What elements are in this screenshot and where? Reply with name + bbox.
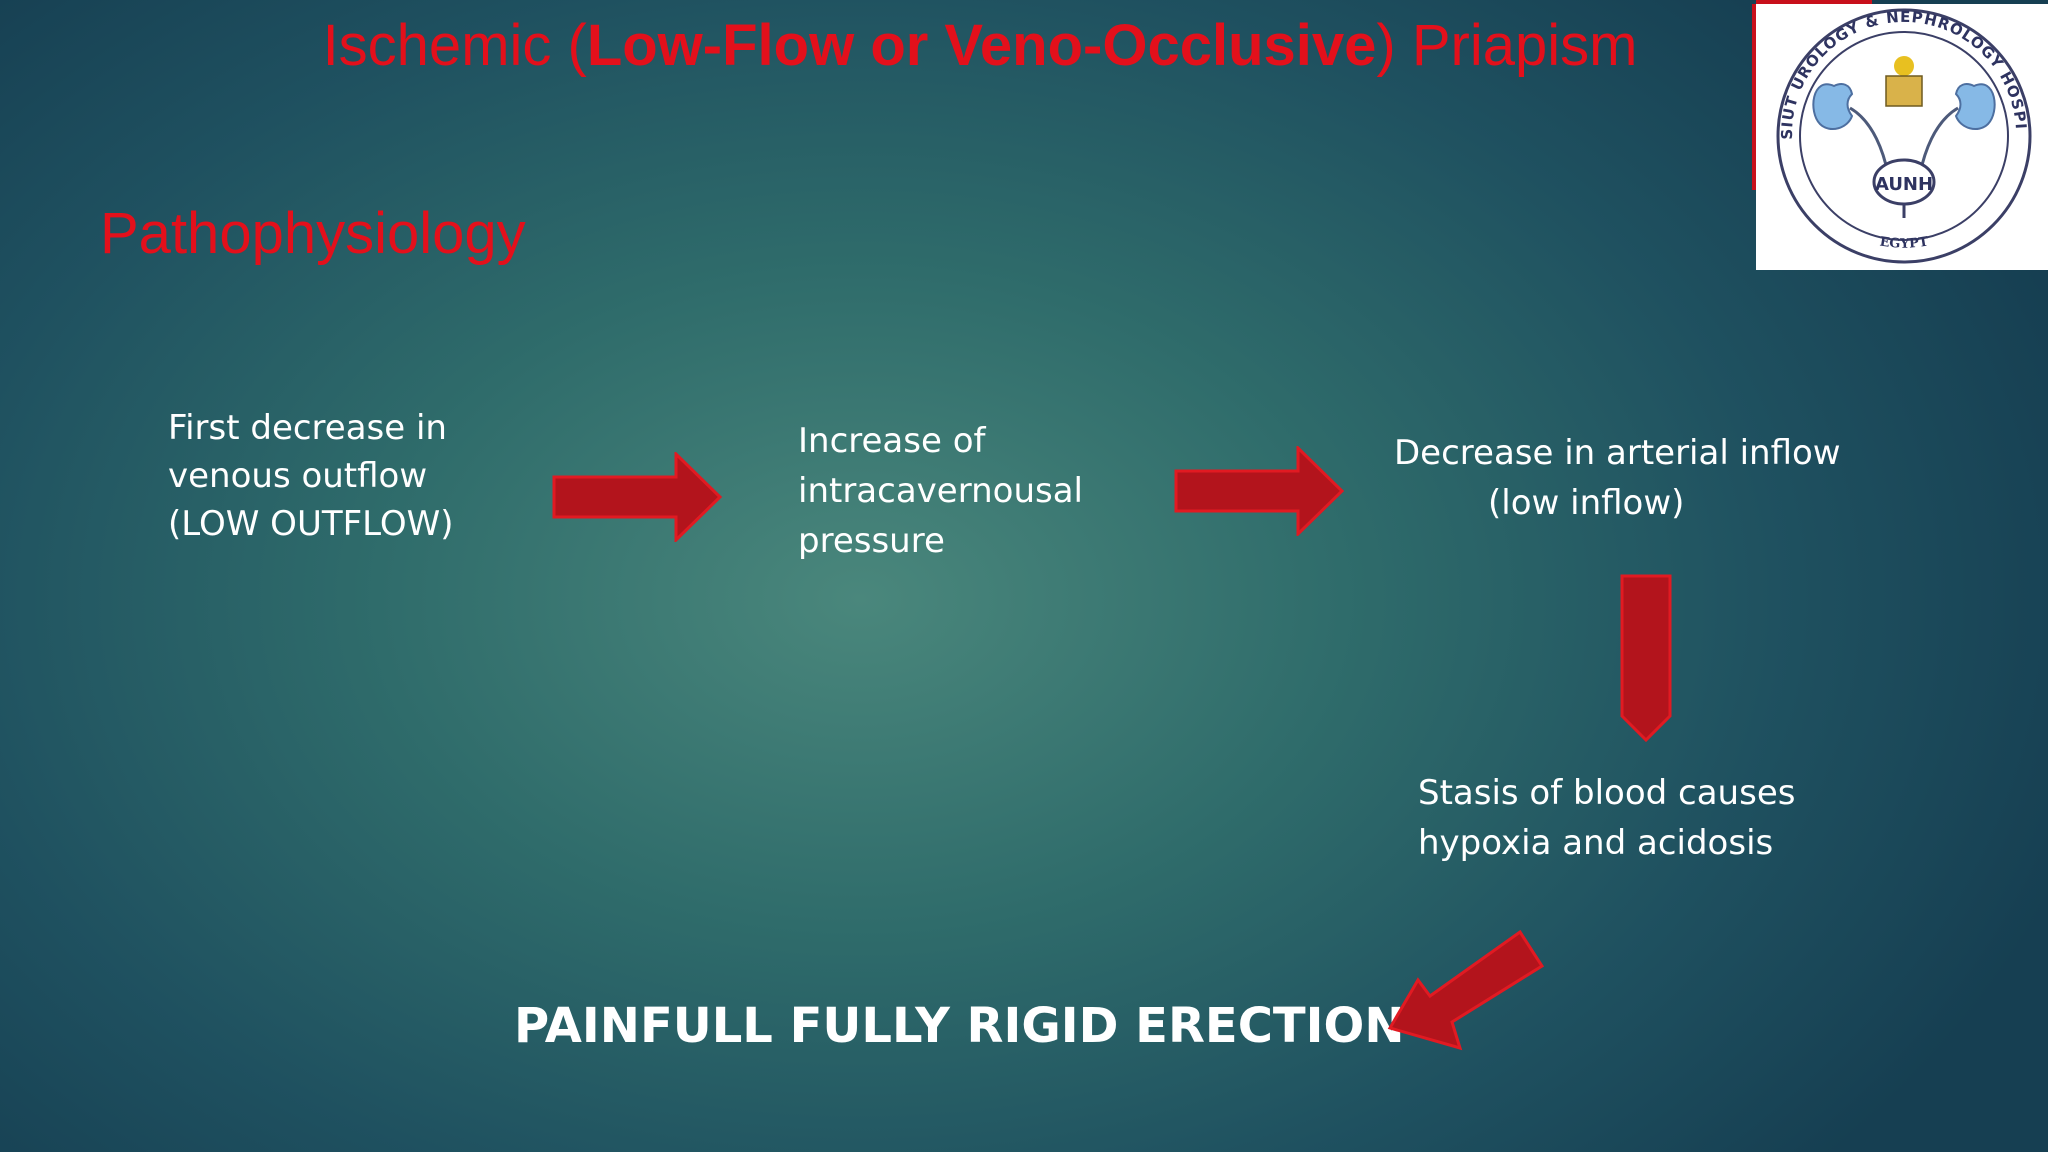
title-suffix: ) Priapism — [1376, 13, 1638, 78]
arrow-down-left-icon — [1387, 929, 1545, 1051]
step-arterial-inflow: Decrease in arterial inflow (low inflow) — [1394, 428, 1841, 528]
step-line: pressure — [798, 521, 945, 561]
step-line: venous outflow — [168, 456, 428, 496]
title-prefix: Ischemic ( — [322, 13, 587, 78]
hospital-logo-seal: ASSIUT UROLOGY & NEPHROLOGY HOSPITAL AUN… — [1750, 0, 2032, 264]
arrow-right-icon — [552, 452, 723, 542]
section-heading: Pathophysiology — [100, 201, 526, 266]
step-line: (LOW OUTFLOW) — [168, 504, 454, 544]
logo-accent-left — [1752, 4, 1756, 190]
title-emphasis: Low-Flow or Veno-Occlusive — [586, 13, 1377, 78]
step-line: Decrease in arterial inflow — [1394, 433, 1841, 473]
step-line: First decrease in — [168, 408, 447, 448]
arrow-right-icon — [1174, 446, 1345, 536]
logo-bottom-text: EGYPT — [1879, 234, 1930, 251]
step-stasis: Stasis of blood causes hypoxia and acido… — [1418, 768, 1795, 868]
step-venous-outflow: First decrease in venous outflow (LOW OU… — [168, 404, 454, 548]
arrow-down-icon — [1620, 574, 1672, 743]
slide-title: Ischemic (Low-Flow or Veno-Occlusive) Pr… — [0, 12, 1960, 79]
logo-accent-top — [1756, 0, 1872, 4]
svg-text:EGYPT: EGYPT — [1879, 234, 1930, 251]
step-line: Stasis of blood causes — [1418, 773, 1796, 813]
step-line: Increase of — [798, 421, 986, 461]
hospital-logo: ASSIUT UROLOGY & NEPHROLOGY HOSPITAL AUN… — [1750, 0, 2048, 270]
step-result: PAINFULL FULLY RIGID ERECTION — [514, 998, 1405, 1054]
logo-center-text: AUNH — [1875, 174, 1933, 195]
step-line: hypoxia and acidosis — [1418, 823, 1774, 863]
step-line: intracavernousal — [798, 471, 1083, 511]
step-line: (low inflow) — [1488, 483, 1685, 523]
step-intracavernous-pressure: Increase of intracavernousal pressure — [798, 416, 1083, 566]
